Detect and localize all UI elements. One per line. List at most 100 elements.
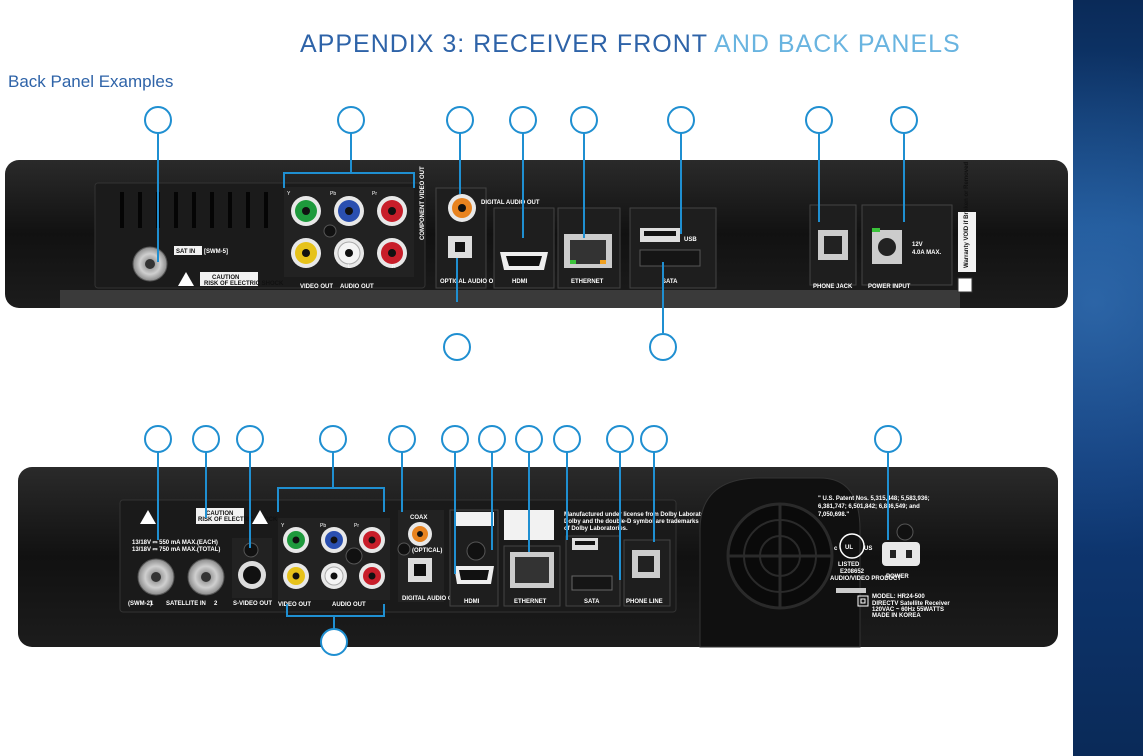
usb-label: USB (684, 237, 697, 243)
patent-line-1: " U.S. Patent Nos. 5,315,448; 5,583,936; (818, 496, 930, 502)
pb-label: Pb (330, 191, 336, 197)
callout-phone-line (640, 425, 668, 453)
receiver-diagrams: SAT IN [SWM-5] CAUTION RISK OF ELECTRIC … (5, 106, 1068, 656)
dolby-line-2: Dolby and the double-D symbol are tradem… (564, 519, 699, 525)
callout-sata (649, 333, 677, 361)
pr-label: Pr (372, 191, 377, 197)
caution-sub-label-2: RISK OF ELECTRIC SHOCK (198, 517, 278, 523)
warranty-sticker (958, 212, 976, 272)
warranty-label: Warranty VOID if Broken or Removed (964, 162, 970, 268)
ethernet-link-led (570, 260, 576, 264)
screw-icon-6 (896, 523, 914, 541)
power-label: POWER (886, 574, 909, 580)
ul-mark-text: UL (845, 545, 853, 551)
screw-icon-4 (397, 542, 411, 556)
patent-line-2: 6,381,747; 6,501,842; 6,836,549; and (818, 504, 920, 510)
callout-power (874, 425, 902, 453)
callout-ethernet-2 (515, 425, 543, 453)
power-socket-pin-1 (890, 550, 896, 558)
callout-s-video (236, 425, 264, 453)
sat-in-label: SAT IN (176, 249, 195, 255)
usb-port-2-inner (575, 541, 595, 545)
page-title-secondary: AND BACK PANELS (707, 30, 961, 58)
video-out-label-2: VIDEO OUT (278, 602, 311, 608)
warning-triangle-icon (178, 272, 194, 286)
caution-sub-label: RISK OF ELECTRIC SHOCK (204, 281, 284, 287)
optical-audio-port-inner (455, 242, 465, 252)
screw-icon-5 (466, 541, 486, 561)
warning-triangle-icon-2 (252, 510, 268, 524)
ethernet-port-2-inner (515, 557, 549, 583)
s-video-port-inner (243, 566, 261, 584)
callout-hdmi (509, 106, 537, 134)
sata-port-2 (571, 575, 613, 591)
sat-in-coax-center (145, 259, 155, 269)
audio-out-label-2: AUDIO OUT (332, 602, 366, 608)
model-barcode (836, 588, 866, 593)
callout-ethernet (570, 106, 598, 134)
swm-label: [SWM-5] (204, 249, 228, 255)
l-label: L (348, 264, 351, 270)
page-title-primary: APPENDIX 3: RECEIVER FRONT (300, 30, 708, 58)
composite-av-jacks (291, 238, 407, 268)
hdmi-label-2: HDMI (464, 599, 480, 605)
digital-audio-out-label: DIGITAL AUDIO OUT (481, 200, 540, 206)
page-title: APPENDIX 3: RECEIVER FRONT AND BACK PANE… (300, 30, 961, 59)
sata-port (639, 249, 701, 267)
sat-in-label-bg (174, 246, 202, 255)
r-label: R (392, 264, 396, 270)
callout-coax (388, 425, 416, 453)
satellite-in-label: SATELLITE IN (166, 601, 206, 607)
optical-label: (OPTICAL) (412, 548, 442, 554)
pb-label-2: Pb (320, 523, 326, 529)
section-subtitle: Back Panel Examples (8, 72, 174, 91)
callout-power-input (890, 106, 918, 134)
hdmi-port-inner (506, 256, 542, 266)
dolby-line-1: Manufactured under license from Dolby La… (564, 512, 717, 518)
component-video-out-label: COMPONENT VIDEO OUT (420, 166, 426, 240)
coax-label: COAX (410, 515, 427, 521)
sata-label-2: SATA (584, 599, 600, 605)
callout-phone-jack (805, 106, 833, 134)
port-2-label: 2 (214, 601, 218, 607)
callout-optical (443, 333, 471, 361)
callout-usb (667, 106, 695, 134)
power-input-label: POWER INPUT (868, 284, 911, 290)
callout-usb-2 (553, 425, 581, 453)
callout-sat-in (144, 106, 172, 134)
model-desc-1: DIRECTV Satellite Receiver (872, 601, 950, 607)
screw-icon (323, 224, 337, 238)
receiver-2-back-panel: CAUTION RISK OF ELECTRIC SHOCK 13/18V ⎓ … (18, 467, 1058, 648)
hdmi-port-2-inner (459, 570, 489, 580)
composite-av-jacks-2 (283, 563, 385, 589)
callout-composite (320, 628, 348, 656)
ul-product-text: AUDIO/VIDEO PRODUCT (830, 576, 901, 582)
receiver-1-base (60, 290, 960, 308)
power-led (872, 228, 880, 232)
video-out-label: VIDEO OUT (300, 284, 333, 290)
double-insulation-icon (857, 595, 869, 607)
phone-line-port-inner (638, 556, 654, 572)
model-label: MODEL: HR24-500 (872, 594, 925, 600)
warning-triangle-icon-1 (140, 510, 156, 524)
usb-port-inner (644, 231, 676, 236)
callout-caution (192, 425, 220, 453)
callout-bracket-av (283, 172, 415, 188)
decorative-side-bar (1073, 0, 1143, 756)
pr-label-2: Pr (354, 523, 359, 529)
swm-label-2: (SWM-2) (128, 601, 152, 607)
ul-listed-mark: UL c US LISTED E208652 AUDIO/VIDEO PRODU… (830, 533, 901, 582)
usb-sata-panel (629, 207, 717, 289)
sata-label: SATA (662, 279, 678, 285)
power-spec-line-2: 13/18V ⎓ 750 mA MAX.(TOTAL) (132, 547, 220, 553)
ul-us-text: US (864, 546, 872, 552)
component-video-jacks-2 (283, 527, 385, 553)
callout-component (319, 425, 347, 453)
ethernet-label-2: ETHERNET (514, 599, 547, 605)
hdmi-label: HDMI (512, 279, 528, 285)
callout-bracket-composite (286, 604, 385, 617)
phone-line-label: PHONE LINE (626, 599, 663, 605)
ul-listed-text: LISTED (838, 562, 860, 568)
callout-power-spec (144, 425, 172, 453)
port-1-label: 1 (150, 601, 154, 607)
